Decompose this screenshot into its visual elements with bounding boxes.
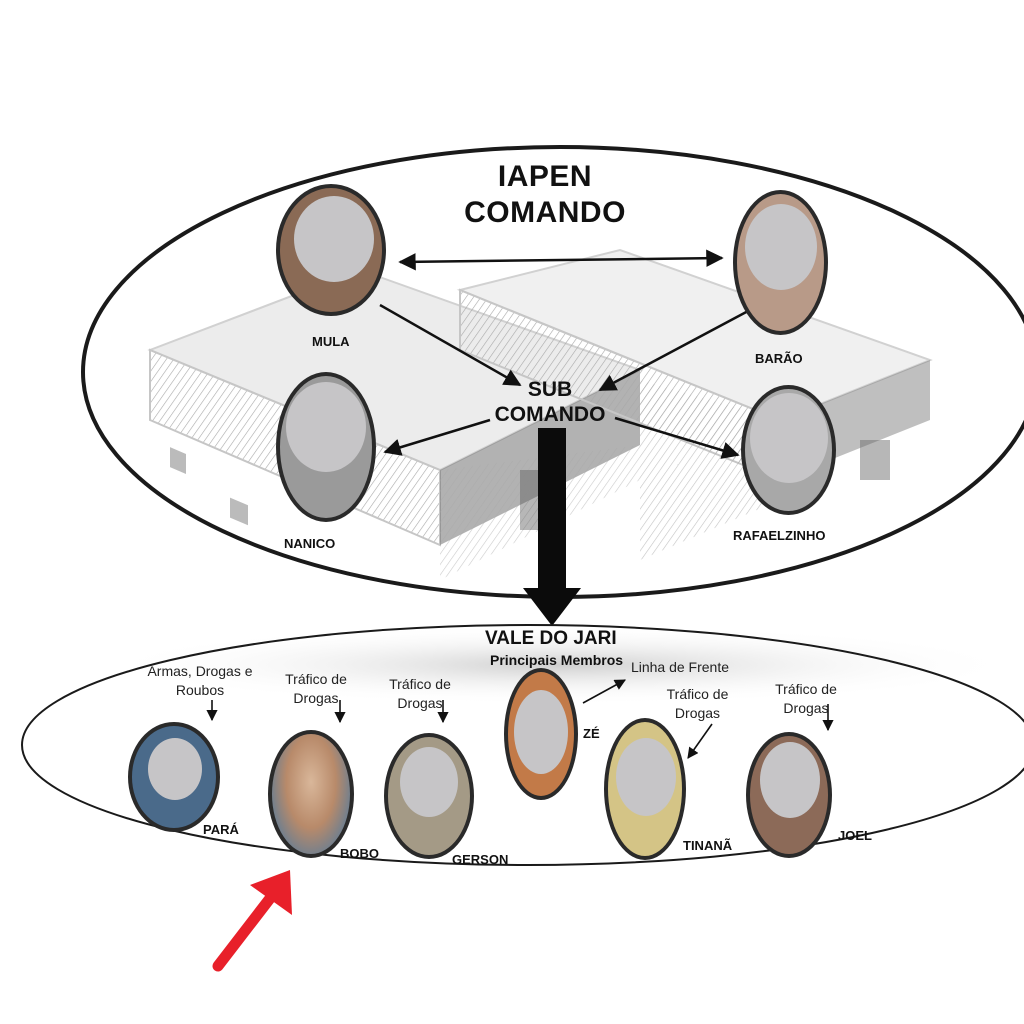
portrait-barao [733,190,828,335]
member-role-bobo: Tráfico de Drogas [285,671,347,706]
face-blur-nanico [286,382,366,472]
member-role-tinana: Tráfico de Drogas [666,686,729,721]
member-role-gerson: Tráfico de Drogas [389,676,451,711]
member-name-nanico: NANICO [284,536,336,551]
member-name-bobo: BOBO [340,846,379,861]
barao-to-sub-arrow [598,308,751,392]
portrait-gerson [384,733,474,859]
member-name-barao: BARÃO [755,351,803,366]
member-name-mula: MULA [312,334,350,349]
face-blur-joel [760,742,820,818]
member-role-ze: Linha de Frente [630,659,730,675]
region-subtitle: Principais Membros [490,652,624,668]
command-title-line1: IAPEN [497,160,593,193]
command-title-line2: COMANDO [464,196,626,229]
portrait-para [128,722,220,832]
face-blur-gerson [400,747,458,817]
highlight-arrow [212,870,292,972]
member-name-ze: ZÉ [583,726,600,741]
face-blur-mula [294,196,374,282]
region-ellipse [21,624,1024,866]
subcommand-title-line2: COMANDO [494,403,606,426]
subcommand-title-line1: SUB [527,378,573,401]
face-blur-ze [514,690,568,774]
member-name-tinana: TINANÃ [683,838,733,853]
portrait-mula [276,184,386,316]
member-name-joel: JOEL [838,828,872,843]
face-blur-rafaelzinho [750,393,828,483]
portrait-ze [504,668,578,800]
member-name-rafaelzinho: RAFAELZINHO [733,528,826,543]
portrait-nanico [276,372,376,522]
portrait-bobo [268,730,354,858]
mula-barao-arrow [398,249,724,271]
face-blur-barao [745,204,817,290]
role-arrows [206,679,834,759]
sub-to-nanico-arrow [383,418,491,456]
portrait-joel [746,732,832,858]
member-role-para: Armas, Drogas e Roubos [147,663,253,698]
command-to-region-arrow [523,428,581,626]
portrait-rafaelzinho [741,385,836,515]
portrait-tinana [604,718,686,860]
command-connectors [379,249,751,459]
region-title: VALE DO JARI [485,628,617,649]
mula-to-sub-arrow [379,303,522,387]
region-shadow [100,625,1020,705]
face-blur-tinana [616,738,676,816]
face-blur-para [148,738,202,800]
member-name-gerson: GERSON [452,852,509,867]
member-role-joel: Tráfico de Drogas [775,681,837,716]
member-name-para: PARÁ [203,822,239,837]
sub-to-rafaelzinho-arrow [614,416,740,459]
